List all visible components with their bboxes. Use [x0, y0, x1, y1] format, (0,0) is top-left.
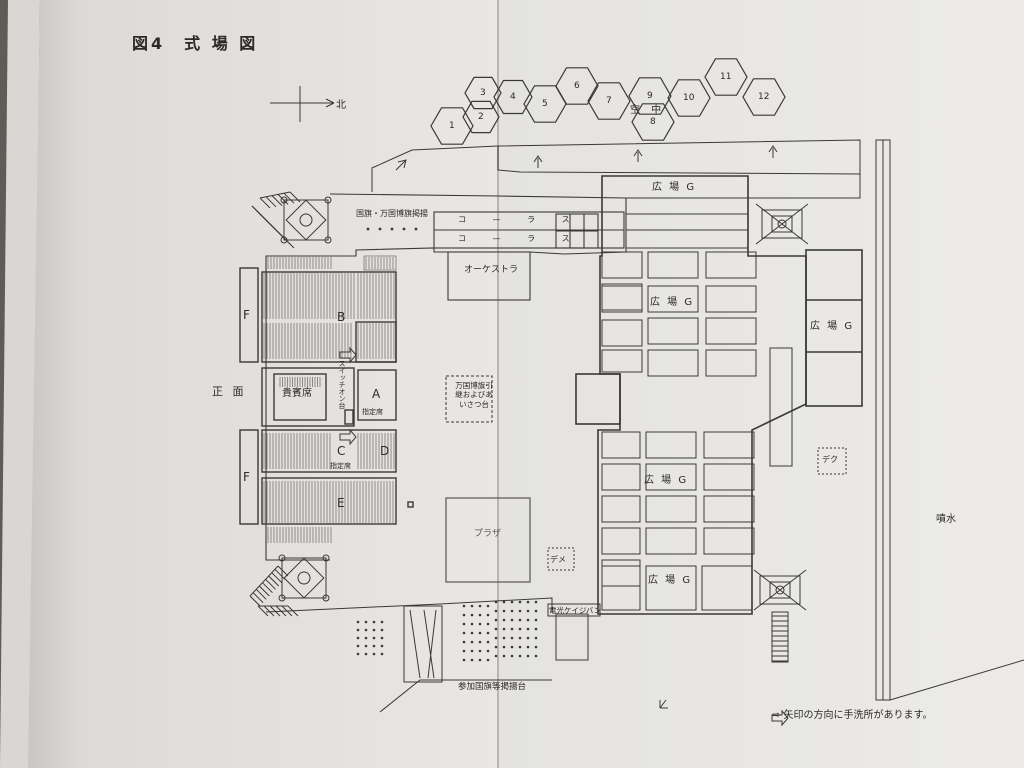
vip-block	[261, 367, 355, 427]
plaza-label: プラザ	[474, 529, 502, 539]
east-channel	[875, 139, 1024, 701]
seat-block-a	[357, 369, 397, 421]
hexagon-number-9: 9	[647, 91, 653, 101]
orchestra-label: オーケストラ	[464, 265, 519, 275]
seat-label-e: E	[337, 496, 345, 510]
front-label: 正 面	[212, 385, 247, 398]
deme-label: デメ	[550, 555, 566, 564]
hexagon-number-1: 1	[449, 121, 455, 131]
center-features	[445, 375, 847, 661]
left-page	[28, 0, 498, 768]
seat-block-f-south	[239, 429, 259, 525]
page-title: 図4 式 場 図	[132, 34, 259, 53]
plaza-g-label-bottom: 広 場 G	[648, 575, 693, 586]
flag-dots	[356, 600, 538, 662]
switch-on-stand-label: スイッチオン台	[338, 360, 346, 409]
hexagon-number-12: 12	[758, 92, 770, 102]
corner-stairs	[249, 191, 332, 617]
seat-block-c-d	[261, 429, 397, 473]
hexagon-11	[704, 58, 748, 96]
hexagon-10	[667, 79, 711, 117]
seat-label-b: B	[337, 310, 346, 324]
hexagon-8	[631, 103, 675, 141]
seat-label-c: C	[337, 444, 346, 458]
hexagon-number-11: 11	[720, 72, 732, 82]
plaza-g-label-south: 広 場 G	[644, 475, 689, 486]
hexagon-6	[555, 67, 599, 105]
terrace-label-upper: コ — ラ ス	[458, 215, 582, 224]
hexagon-cluster	[430, 58, 786, 145]
north-label: 北	[336, 100, 346, 111]
seating-area	[239, 267, 414, 525]
seat-hatching	[263, 255, 397, 543]
vip-seats-label: 貴賓席	[282, 388, 312, 399]
participant-flags-label: 参加国旗等掲揚台	[458, 682, 527, 692]
south-flag-area	[265, 597, 553, 713]
north-walkway	[371, 139, 861, 199]
terrace-label-lower: コ — ラ ス	[458, 234, 582, 243]
seat-block-b	[261, 271, 397, 363]
hexagon-7	[587, 82, 631, 120]
aerial-label: 空 中	[630, 105, 666, 116]
legend-note: ⇨ 矢印の方向に手洗所があります。	[772, 710, 933, 721]
hexagon-number-5: 5	[542, 99, 548, 109]
hexagon-number-4: 4	[510, 92, 516, 102]
hexagon-number-10: 10	[683, 93, 695, 103]
reserved-seats-label-c: 指定席	[330, 462, 351, 470]
seat-label-a: A	[372, 387, 381, 401]
plaza-g-label-east: 広 場 G	[810, 321, 855, 332]
hexagon-9	[628, 77, 672, 115]
fountain-label: 噴水	[936, 514, 956, 525]
plaza-g-label-north: 広 場 G	[652, 182, 697, 193]
right-page	[498, 0, 1024, 768]
hexagon-number-2: 2	[478, 112, 484, 122]
hexagon-1	[430, 107, 474, 145]
previous-page-edge	[0, 0, 40, 768]
plaza-g-outline	[575, 175, 863, 615]
seat-block-e	[261, 477, 397, 525]
hexagon-4	[493, 79, 533, 115]
plaza-g-cells	[601, 251, 757, 611]
seat-label-d: D	[380, 444, 390, 458]
reserved-seats-label-a: 指定席	[362, 408, 383, 416]
signboard-label: 電光ケイジバン	[549, 606, 602, 615]
hexagon-number-6: 6	[574, 81, 580, 91]
hexagon-number-7: 7	[606, 96, 612, 106]
seat-label-f-north: F	[243, 308, 250, 322]
seat-label-f-south: F	[243, 470, 250, 484]
north-arrow	[270, 86, 335, 122]
orchestra-box	[447, 251, 531, 301]
hexagon-number-3: 3	[480, 88, 486, 98]
hexagon-2	[462, 100, 500, 134]
plaza-g-annex	[601, 347, 793, 467]
hexagon-number-8: 8	[650, 117, 656, 127]
east-towers	[753, 203, 809, 663]
seat-block-f-north	[239, 267, 259, 363]
greeting-stand-label: 万国博旗引継およびあいさつ台	[455, 381, 493, 409]
hexagon-12	[742, 78, 786, 116]
hexagon-3	[464, 76, 502, 110]
washroom-arrows	[339, 346, 789, 727]
flag-raising-label: 国旗・万国博旗掲揚	[356, 209, 428, 218]
deku-label: デク	[822, 455, 838, 464]
flag-row-dots	[366, 227, 418, 231]
plaza-g-label-center: 広 場 G	[650, 297, 695, 308]
